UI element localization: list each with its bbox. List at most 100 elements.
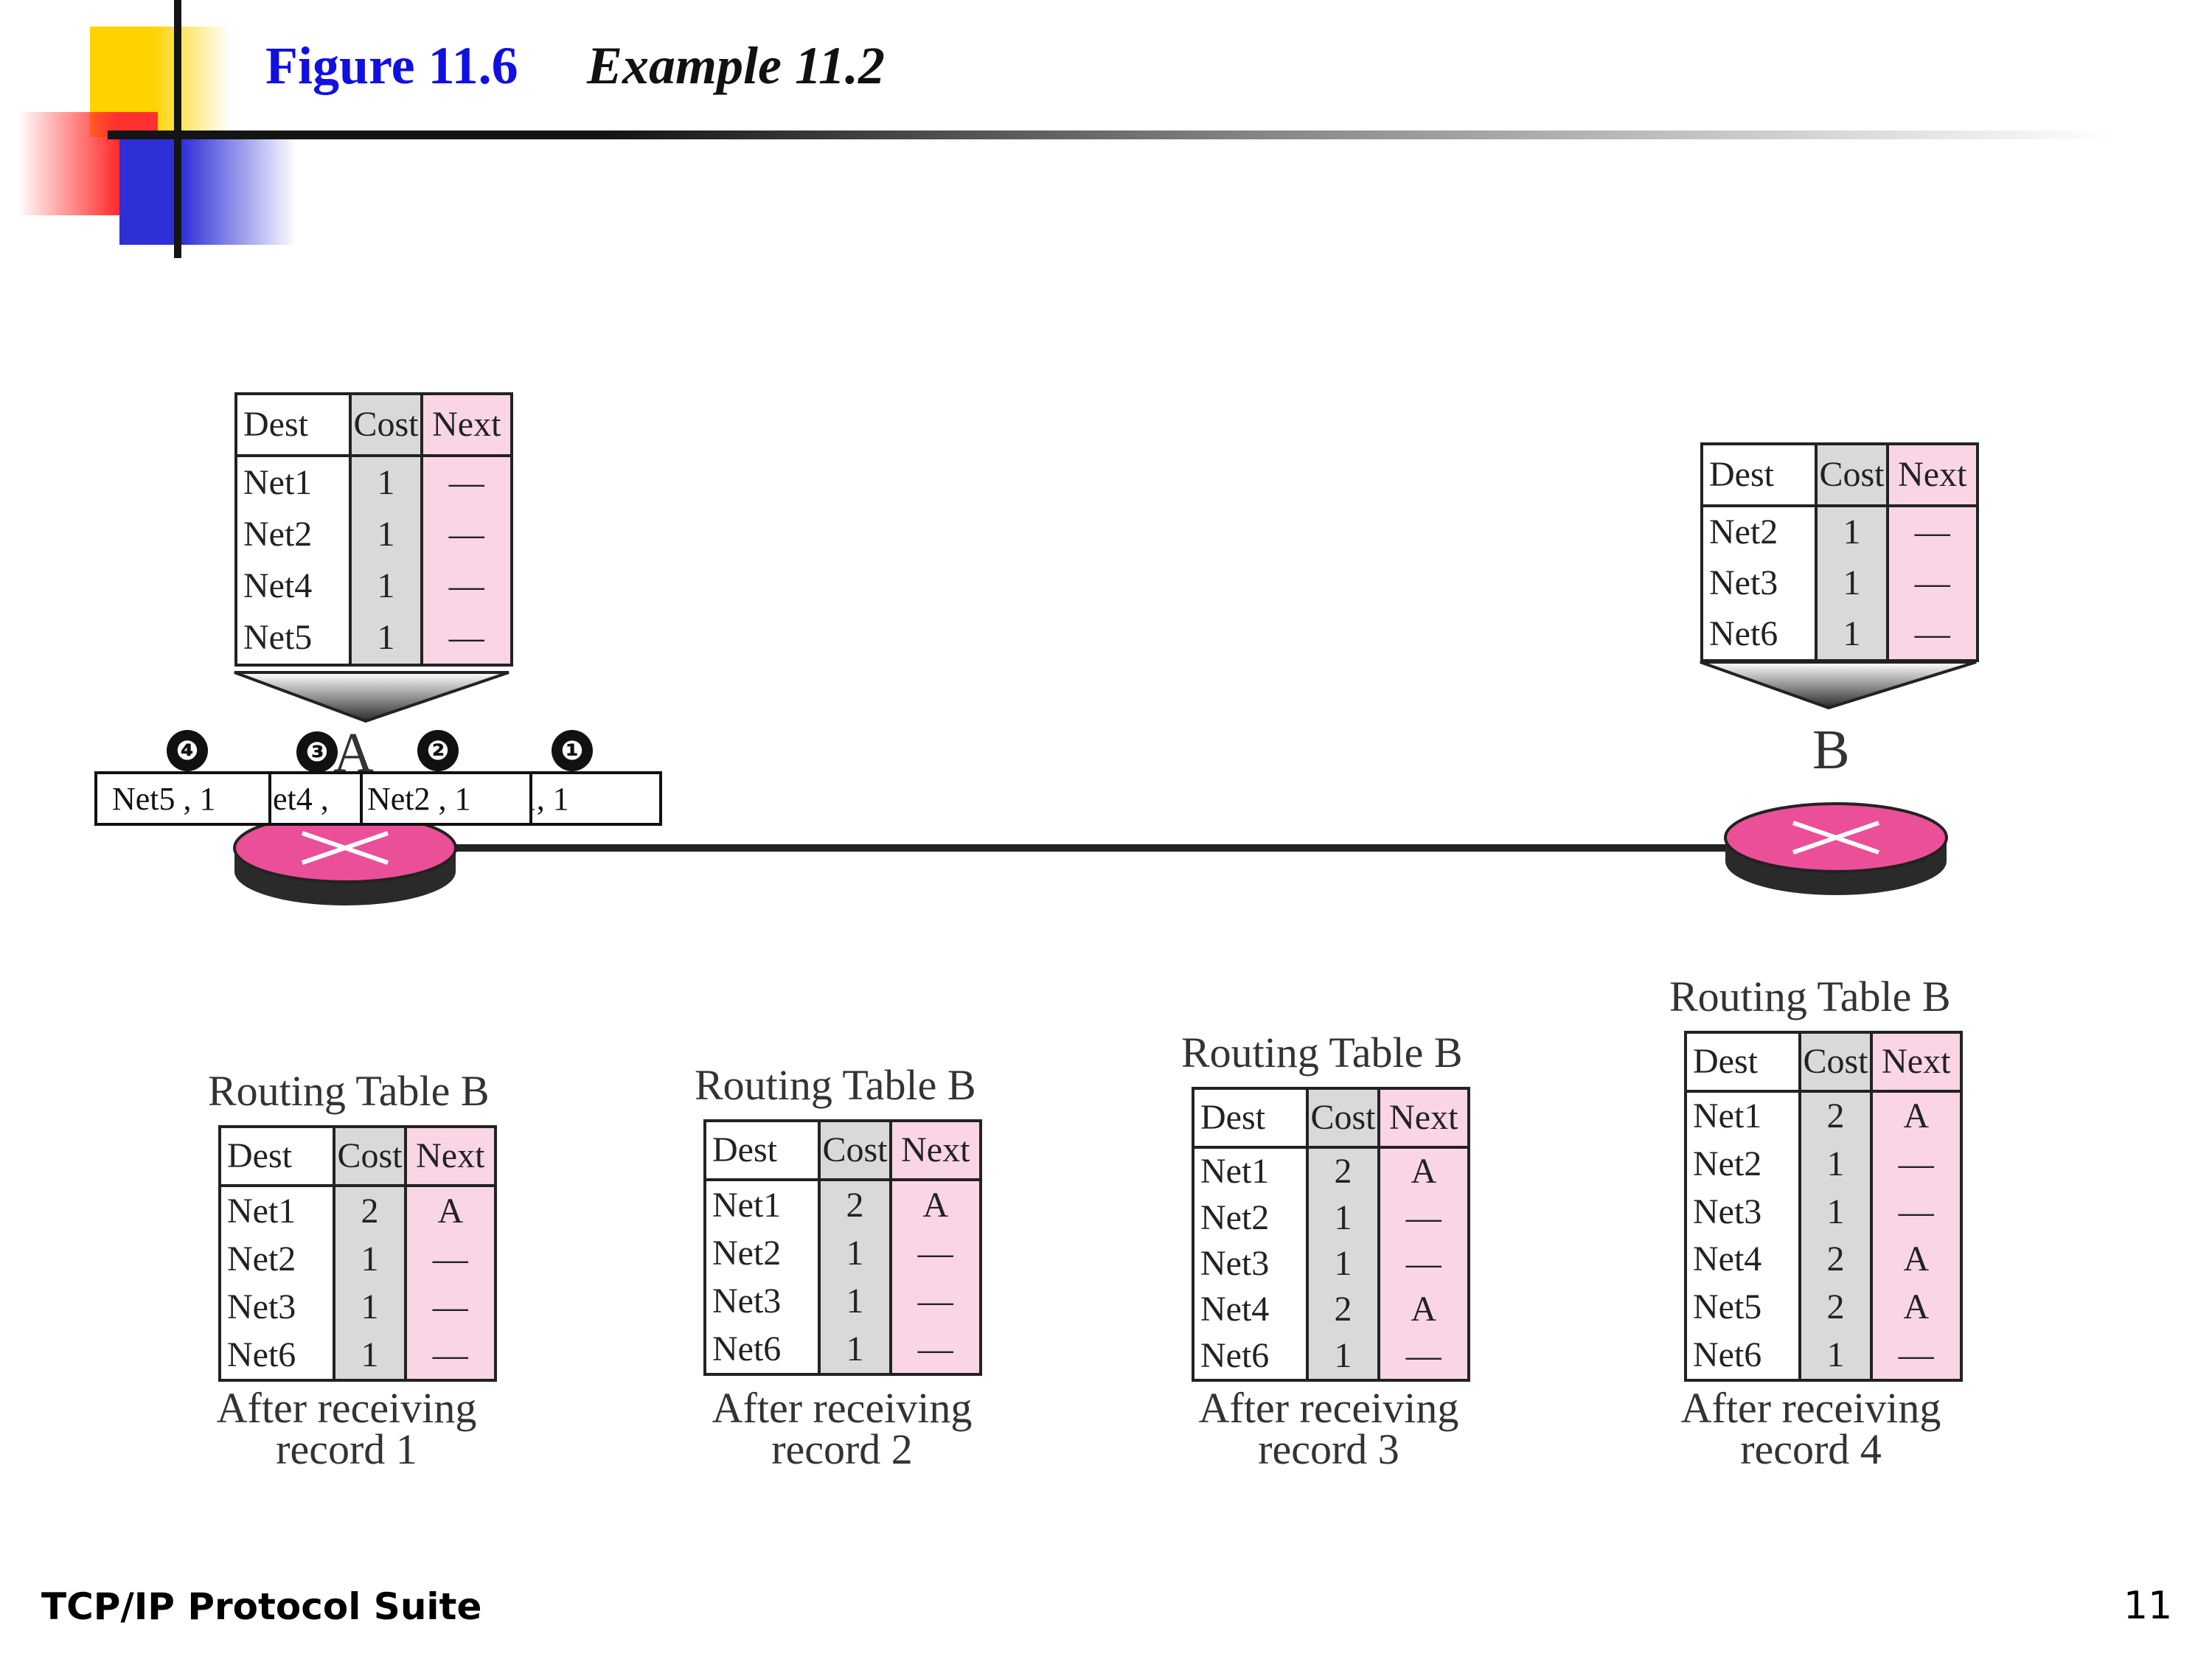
table-cell: Net1 [221,1187,336,1235]
column-cost: Cost [1801,1034,1873,1093]
table-cell: A [1872,1093,1960,1141]
table-cell: Net1 [706,1181,821,1229]
routing-table-title: Routing Table B [208,1067,490,1115]
column-cost: Cost [352,395,423,457]
caption-line-2: record 1 [276,1425,417,1473]
column-cost: Cost [1309,1090,1380,1149]
table-cell: 2 [1801,1283,1873,1332]
table-cell: Net6 [1703,608,1818,659]
table-cell: 1 [821,1229,892,1277]
column-cost: Cost [335,1128,407,1187]
table-cell: Net5 [237,612,352,664]
router-b-icon [1724,802,1948,895]
header-vertical-rule [174,0,181,258]
table-cell: 1 [1801,1188,1873,1236]
header-decoration-blue [119,137,296,245]
table-cell: — [422,457,510,509]
footer-label: TCP/IP Protocol Suite [41,1585,482,1628]
table-cell: Net2 [221,1235,336,1283]
table-cell: 1 [821,1325,892,1373]
column-dest: Dest [237,395,352,457]
column-dest: Dest [221,1128,336,1187]
table-cell: — [891,1229,979,1277]
table-cell: 1 [1801,1331,1873,1379]
caption-line-2: record 2 [771,1425,913,1473]
column-cost: Cost [821,1122,892,1181]
table-cell: Net6 [1194,1332,1310,1379]
routing-table-title: Routing Table B [1669,973,1951,1020]
page-number: 11 [2124,1584,2173,1628]
table-cell: Net3 [221,1283,336,1331]
record-4-badge: ❹ [167,730,208,771]
table-cell: A [1872,1283,1960,1332]
table-cell: 1 [335,1283,407,1331]
record-1-badge: ❶ [552,730,593,771]
table-cell: A [1380,1149,1467,1195]
table-cell: 2 [335,1187,407,1235]
table-cell: A [1872,1235,1960,1284]
table-cell: Net2 [237,509,352,560]
table-cell: 1 [352,509,423,560]
column-next: Next [406,1128,494,1187]
table-cell: — [1888,507,1976,558]
table-cell: 2 [821,1181,892,1229]
table-cell: Net1 [237,457,352,509]
caption-line-2: record 4 [1740,1425,1882,1473]
routing-table-a: Dest Cost Next Net1 1 — Net2 1 — Net4 1 … [234,392,513,667]
table-cell: 1 [1309,1240,1380,1287]
table-cell: — [406,1235,494,1283]
record-2-badge: ❷ [417,730,459,771]
table-cell: — [1872,1331,1960,1379]
table-cell: — [1888,557,1976,609]
table-cell: A [406,1187,494,1235]
table-cell: 1 [1818,557,1889,609]
table-cell: — [891,1325,979,1373]
table-cell: — [422,612,510,664]
column-dest: Dest [1194,1090,1310,1149]
table-cell: Net2 [1703,507,1818,558]
table-cell: A [1380,1287,1467,1333]
table-cell: Net2 [1687,1140,1802,1189]
caption-line-1: After receiving [1680,1384,1941,1432]
table-cell: 1 [1309,1194,1380,1241]
table-cell: Net4 [1687,1235,1802,1284]
column-cost: Cost [1818,445,1889,507]
column-next: Next [1888,445,1976,507]
funnel-a [234,671,509,723]
column-dest: Dest [706,1122,821,1181]
table-cell: 1 [1818,608,1889,659]
figure-number: Figure 11.6 [265,36,518,95]
table-cell: Net6 [1687,1331,1802,1379]
routing-table-title: Routing Table B [695,1061,976,1109]
table-cell: — [422,560,510,612]
figure-example-title: Example 11.2 [587,36,886,95]
router-b-label: B [1812,719,1850,781]
table-cell: 1 [352,457,423,509]
column-next: Next [422,395,510,457]
caption-line-1: After receiving [712,1384,973,1432]
router-a-icon [233,813,457,905]
caption-line-2: record 3 [1258,1425,1399,1473]
table-cell: Net3 [706,1277,821,1325]
table-cell: 1 [1801,1140,1873,1189]
table-cell: — [406,1331,494,1379]
column-next: Next [1872,1034,1960,1093]
caption-line-1: After receiving [1198,1384,1459,1432]
table-cell: 1 [335,1235,407,1283]
table-cell: 1 [352,560,423,612]
table-cell: — [422,509,510,560]
table-cell: — [406,1283,494,1331]
update-record-3: et4 , [267,771,363,826]
column-next: Next [1380,1090,1467,1149]
routing-table-title: Routing Table B [1181,1029,1463,1077]
column-dest: Dest [1687,1034,1802,1093]
table-cell: 2 [1801,1235,1873,1284]
table-cell: 1 [1309,1332,1380,1379]
